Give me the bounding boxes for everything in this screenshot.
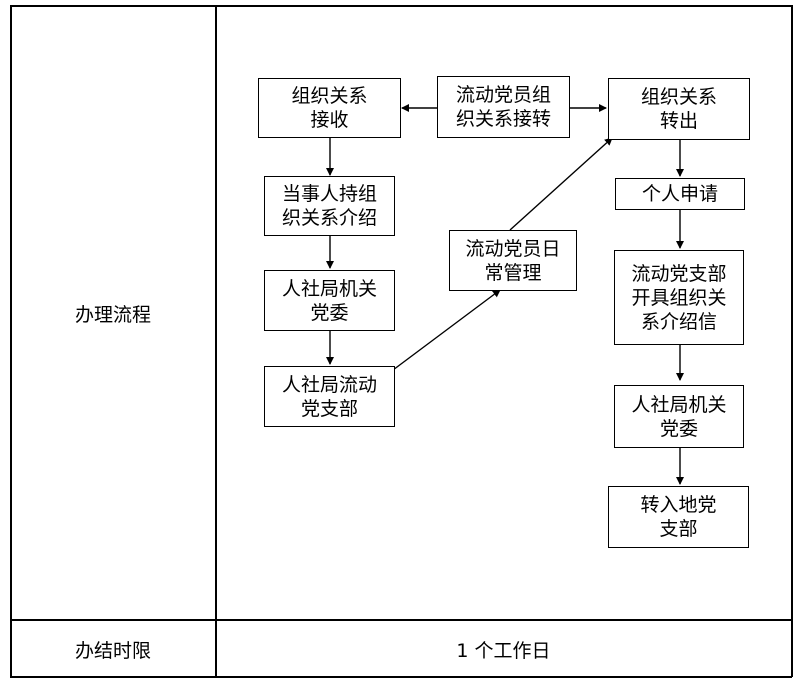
table-border-top	[10, 5, 792, 7]
box-middle-daily: 流动党员日 常管理	[449, 230, 577, 291]
table-column-divider	[215, 5, 217, 677]
box-right-step1: 个人申请	[615, 178, 745, 210]
box-right-transfer: 组织关系 转出	[608, 78, 750, 140]
box-left-step2: 人社局机关 党委	[264, 270, 395, 331]
box-left-receive: 组织关系 接收	[258, 78, 401, 138]
table-border-left	[10, 5, 12, 677]
table-border-bottom	[10, 676, 792, 678]
table-row-divider	[10, 619, 792, 621]
box-right-step3: 人社局机关 党委	[614, 385, 744, 448]
box-right-step2: 流动党支部 开具组织关 系介绍信	[614, 250, 744, 345]
row-label-process: 办理流程	[74, 304, 151, 326]
box-left-step1: 当事人持组 织关系介绍	[264, 176, 395, 236]
arrow-daily-to-transfer	[509, 137, 613, 231]
box-right-step4: 转入地党 支部	[608, 486, 749, 548]
row-label-time-limit: 办结时限	[74, 640, 151, 662]
arrow-to-daily	[392, 289, 501, 371]
box-left-step3: 人社局流动 党支部	[264, 366, 395, 427]
table-border-right	[791, 5, 793, 677]
box-center-transfer: 流动党员组 织关系接转	[437, 76, 570, 138]
time-limit-value: 1 个工作日	[456, 640, 551, 662]
